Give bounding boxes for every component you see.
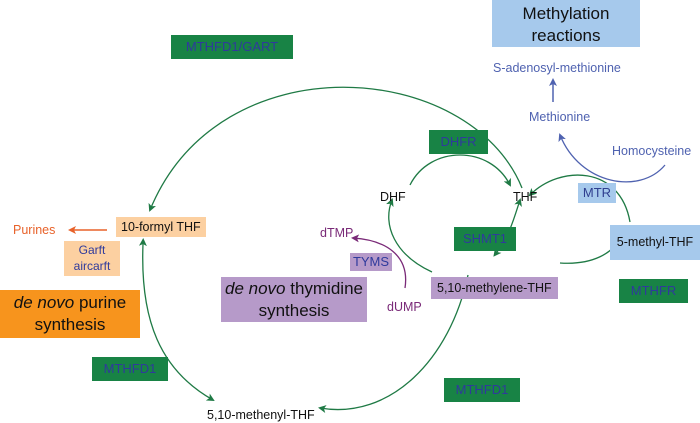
metabolite-5-10-methylene-thf: 5,10-methylene-THF (431, 277, 558, 299)
arrow-formyl-methenyl (138, 238, 215, 401)
metabolite-dhf: DHF (380, 190, 406, 204)
metabolite-10-formyl-thf: 10-formyl THF (116, 217, 206, 237)
enzyme-mthfr: MTHFR (619, 279, 688, 303)
enzyme-mthfd1-left: MTHFD1 (92, 357, 168, 381)
metabolite-methionine: Methionine (529, 110, 591, 124)
de-novo-thymidine-synthesis-box: de novo thymidine synthesis (221, 277, 367, 322)
purine-line1: de novo purine (0, 290, 140, 314)
garft-label: Garft (78, 243, 106, 257)
arrow-thf-to-formyl-thf (148, 86, 523, 212)
metabolite-5-10-methenyl-thf: 5,10-methenyl-THF (207, 408, 315, 422)
metabolite-dump: dUMP (387, 300, 422, 314)
purine-italic: de novo (13, 293, 75, 312)
enzyme-tyms: TYMS (350, 253, 392, 271)
metabolite-dtmp: dTMP (320, 226, 354, 240)
arrow-methylene-thf-to-dhf (386, 198, 433, 273)
arrow-methylene-to-methenyl (318, 274, 469, 413)
purine-rest: purine (74, 293, 127, 312)
de-novo-purine-synthesis-box: de novo purine synthesis (0, 290, 140, 338)
metabolite-purines: Purines (13, 223, 56, 237)
thymidine-line1: de novo thymidine (221, 277, 367, 300)
enzyme-garft-aircarft: Garft aircarft (64, 241, 120, 276)
enzyme-mtr: MTR (578, 183, 616, 203)
arrow-dump-to-dtmp (351, 234, 407, 289)
thymidine-italic: de novo (225, 279, 286, 298)
metabolite-homocysteine: Homocysteine (612, 144, 692, 158)
metabolite-5-methyl-thf: 5-methyl-THF (610, 225, 700, 260)
arrow-homocysteine-to-methionine (558, 133, 666, 183)
thymidine-rest: thymidine (285, 279, 363, 298)
methylation-line2: reactions (531, 26, 601, 45)
aircarft-label: aircarft (73, 259, 111, 273)
enzyme-dhfr: DHFR (429, 130, 488, 154)
thymidine-line2: synthesis (258, 301, 330, 320)
methylation-reactions-box: Methylation reactions (492, 0, 640, 47)
metabolite-thf: THF (513, 190, 538, 204)
purine-line2: synthesis (34, 315, 106, 334)
methylation-line1: Methylation (522, 4, 610, 23)
arrow-methyl-thf-to-thf (528, 174, 631, 223)
metabolite-sam: S-adenosyl-methionine (493, 61, 621, 75)
enzyme-shmt1: SHMT1 (454, 227, 516, 251)
enzyme-mthfd1-right: MTHFD1 (444, 378, 520, 402)
enzyme-mthfd1-gart: MTHFD1/GART (171, 35, 293, 59)
arrow-dhf-to-thf (409, 154, 511, 187)
